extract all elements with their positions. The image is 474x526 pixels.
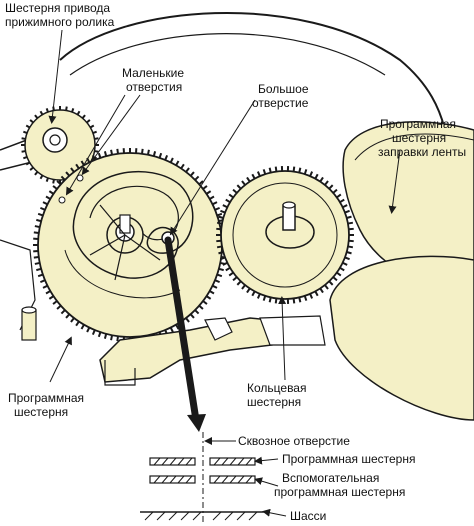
capstan-drum-outline [59, 12, 446, 131]
label-small-holes: Маленькие отверстия [122, 66, 187, 94]
section-arrow [164, 236, 200, 424]
small-hole-2 [76, 174, 84, 182]
main-program-gear [33, 148, 227, 342]
section-arrow-head [187, 414, 206, 432]
capstan-drum-inner [69, 33, 386, 76]
label-aux-program-gear: Вспомогательная программная шестерня [274, 471, 405, 499]
aux-gear-layer [149, 475, 256, 484]
label-program-gear-stack: Программная шестерня [282, 452, 415, 466]
post-left [21, 306, 37, 341]
pinch-roller-gear [21, 106, 99, 184]
threading-gear-lower [329, 255, 474, 421]
label-pinch-roller-gear: Шестерня привода прижимного ролика [5, 1, 115, 29]
label-ring-gear: Кольцевая шестерня [247, 381, 310, 409]
cam-track-groove [64, 249, 181, 299]
threading-program-gear [329, 121, 474, 421]
cam-track-inner [89, 185, 179, 241]
cross-section [140, 432, 265, 522]
label-program-gear-left: Программная шестерня [8, 391, 87, 419]
label-chassis: Шасси [290, 509, 326, 523]
label-through-hole: Сквозное отверстие [238, 434, 350, 448]
leader-lines [48, 29, 401, 517]
small-hole-1 [58, 196, 66, 204]
ring-gear [216, 166, 354, 304]
chassis-layer [140, 511, 265, 521]
label-threading-gear: Программная шестерня заправки ленты [378, 117, 466, 159]
label-large-hole: Большое отверстие [252, 82, 312, 110]
